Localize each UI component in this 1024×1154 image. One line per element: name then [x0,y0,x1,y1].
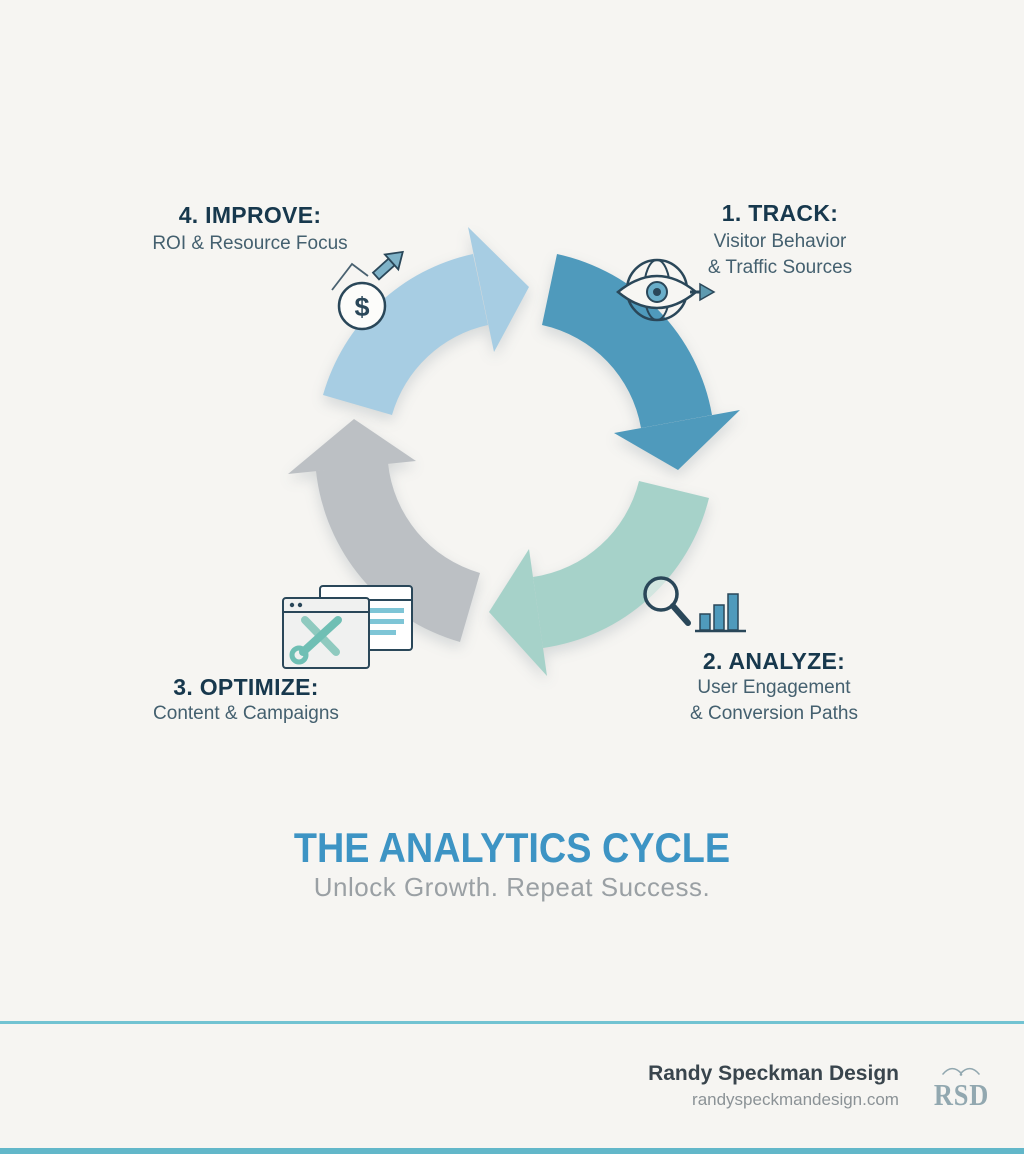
diagram-subtitle: Unlock Growth. Repeat Success. [313,872,711,902]
brand-website: randyspeckmandesign.com [692,1090,899,1109]
growth-line [331,262,369,291]
step-label-optimize: 3. OPTIMIZE: Content & Campaigns [108,674,384,727]
arc-optimize [288,419,480,642]
arc-track-body [542,254,712,428]
bar-3 [727,593,739,631]
step-line: Visitor Behavior [713,231,847,252]
bottom-accent-bar [0,1148,1024,1154]
brand-block: Randy Speckman Design randyspeckmandesig… [648,1062,899,1110]
step-heading-improve: 4. IMPROVE: [178,202,322,228]
step-label-analyze: 2. ANALYZE: User Engagement & Conversion… [642,648,906,727]
window-dot-1 [289,602,295,608]
globe-eye-icon [616,258,716,322]
arc-track [542,254,740,470]
coin-dollar-growth-icon: $ [331,250,404,331]
arc-analyze-body [533,481,709,648]
bar-1 [699,613,711,631]
step-heading-track: 1. TRACK: [721,200,839,226]
magnifier-lens [643,576,679,612]
content-line-1 [368,608,404,613]
arc-analyze [489,481,709,676]
wrench-shaft [299,616,342,656]
rsd-logo-text: RSD [933,1076,990,1112]
brand-name: Randy Speckman Design [648,1062,899,1085]
browser-windows-wrench-icon [282,585,413,669]
content-line-3 [368,630,396,635]
diagram-title: THE ANALYTICS CYCLE [293,824,731,871]
arc-optimize-arrowhead [288,419,416,474]
magnifier-handle [670,603,691,626]
dollar-symbol: $ [354,292,369,322]
flourish-ornament-icon [942,1067,981,1076]
arc-improve-arrowhead [468,227,529,352]
step-line: & Traffic Sources [707,257,853,279]
footer: Randy Speckman Design randyspeckmandesig… [648,1062,994,1110]
step-line: Content & Campaigns [153,703,339,724]
coin-circle [337,281,387,331]
rsd-logo: RSD [929,1063,994,1110]
arc-track-arrowhead [614,410,740,470]
content-line-2 [368,619,404,624]
eye-arrow-head [699,282,716,302]
magnifier-bar-chart-icon [643,576,746,633]
wrench-head [289,645,309,665]
arc-improve [323,227,529,415]
step-heading-analyze: 2. ANALYZE: [702,648,846,674]
bar-2 [713,604,725,631]
arc-improve-body [323,254,488,415]
step-line: & Conversion Paths [690,703,858,725]
step-line: User Engagement [697,677,851,698]
analytics-cycle-diagram: $ [282,227,746,676]
step-line: ROI & Resource Focus [152,233,348,254]
eye-pupil [653,288,661,296]
step-heading-optimize: 3. OPTIMIZE: [173,674,319,700]
step-label-track: 1. TRACK: Visitor Behavior & Traffic Sou… [652,200,908,281]
step-label-improve: 4. IMPROVE: ROI & Resource Focus [122,202,378,257]
growth-arrow [371,250,404,281]
window-dot-2 [297,602,303,608]
arc-analyze-arrowhead [489,549,547,676]
footer-divider [0,1021,1024,1024]
arc-optimize-body [316,463,480,642]
